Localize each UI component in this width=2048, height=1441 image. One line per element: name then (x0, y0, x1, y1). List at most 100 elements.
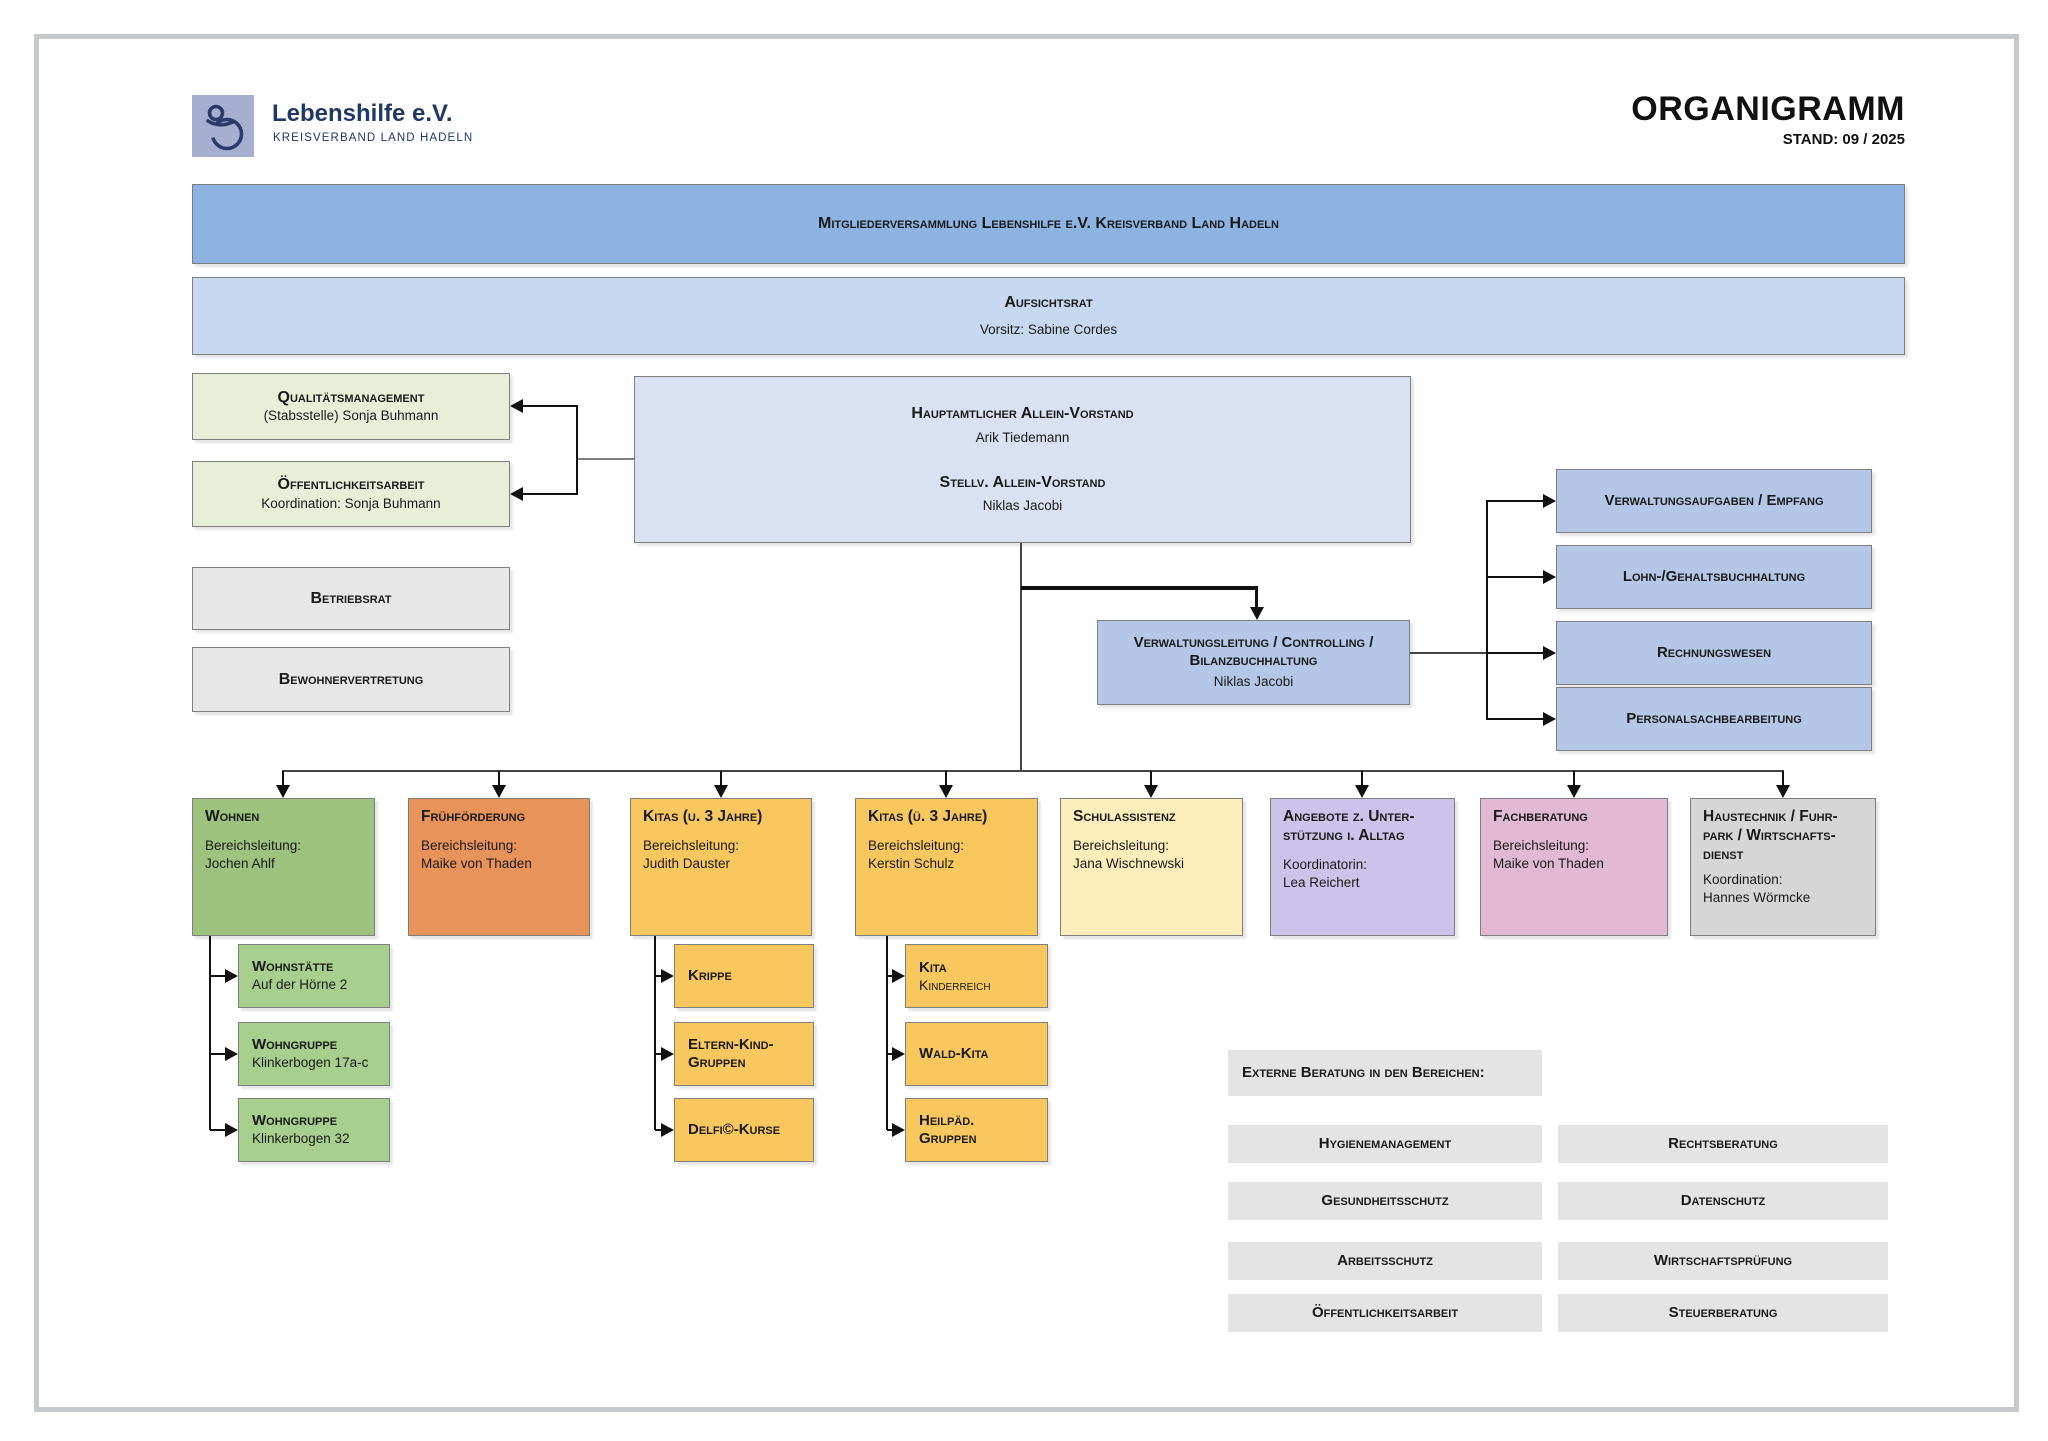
sub-title: Heilpäd. Gruppen (919, 1111, 977, 1147)
connector-branch-hline (1021, 586, 1257, 590)
box-title: Verwaltungsleitung / Controlling / Bilan… (1133, 633, 1374, 670)
dept-title: Fachberatung (1493, 808, 1588, 825)
connector-wohnen-vline (209, 936, 211, 1130)
dept-title: Kitas (u. 3 Jahre) (643, 808, 763, 825)
extern-gesundheitsschutz: Gesundheitsschutz (1228, 1182, 1542, 1220)
sub-title: Eltern-Kind-Gruppen (688, 1035, 774, 1071)
dept-role: Koordination: (1703, 871, 1783, 887)
extern-label: Gesundheitsschutz (1321, 1191, 1449, 1209)
connector-dept-drop-5 (1150, 771, 1152, 786)
dept-title: Schulassistenz (1073, 808, 1176, 825)
connector-vorstand-left-line (578, 458, 635, 460)
lebenshilfe-logo-icon (206, 104, 244, 151)
connector-oa-arrowhead (510, 487, 523, 501)
sub-wohngruppe-32: Wohngruppe Klinkerbogen 32 (238, 1098, 390, 1162)
connector-dept-arrowhead-3 (714, 785, 728, 798)
connector-wohnen-arrowhead-3 (225, 1123, 238, 1137)
extern-label: Steuerberatung (1668, 1303, 1778, 1321)
sub-title: Wohngruppe (252, 1111, 338, 1129)
dept-title: Haustechnik / Fuhr-park / Wirtschafts-di… (1703, 808, 1838, 863)
dept-person: Kerstin Schulz (868, 855, 955, 871)
box-title: Verwaltungsaufgaben / Empfang (1604, 491, 1824, 509)
box-lohn-gehaltsbuchhaltung: Lohn-/Gehaltsbuchhaltung (1556, 545, 1872, 609)
box-personalsachbearbeitung: Personalsachbearbeitung (1556, 687, 1872, 751)
connector-dept-drop-3 (720, 771, 722, 786)
vorstand-title-1: Hauptamtlicher Allein-Vorstand (911, 405, 1134, 423)
sub-eltern-kind-gruppen: Eltern-Kind-Gruppen (674, 1022, 814, 1086)
dept-kitas-u3: Kitas (u. 3 Jahre) Bereichsleitung: Judi… (630, 798, 812, 936)
dept-title: Kitas (ü. 3 Jahre) (868, 808, 988, 825)
sub-wohnstaette: Wohnstätte Auf der Hörne 2 (238, 944, 390, 1008)
dept-person: Maike von Thaden (421, 855, 532, 871)
sub-wald-kita: Wald-Kita (905, 1022, 1048, 1086)
sub-title: Krippe (688, 966, 732, 984)
sub-delfi-kurse: Delfi©-Kurse (674, 1098, 814, 1162)
box-vorstand: Hauptamtlicher Allein-Vorstand Arik Tied… (634, 376, 1411, 543)
extern-rechtsberatung: Rechtsberatung (1558, 1125, 1888, 1163)
connector-dept-arrowhead-4 (939, 785, 953, 798)
dept-title: Frühförderung (421, 808, 526, 825)
extern-label: Rechtsberatung (1668, 1134, 1778, 1152)
sub-title: Kita (919, 958, 947, 976)
sub-detail: Auf der Hörne 2 (252, 977, 348, 993)
connector-admin-arrowhead-1 (1543, 494, 1556, 508)
sub-kita-kinderreich: Kita Kinderreich (905, 944, 1048, 1008)
connector-admin-line-4 (1487, 718, 1544, 720)
lebenshilfe-logo (192, 95, 254, 157)
dept-kitas-ue3: Kitas (ü. 3 Jahre) Bereichsleitung: Kers… (855, 798, 1038, 936)
box-betriebsrat: Betriebsrat (192, 567, 510, 630)
extern-label: Hygienemanagement (1318, 1134, 1452, 1152)
dept-fruehfoerderung: Frühförderung Bereichsleitung: Maike von… (408, 798, 590, 936)
connector-main-vline (1020, 543, 1022, 771)
box-title: Rechnungswesen (1656, 643, 1772, 661)
connector-branch-vline (1255, 586, 1258, 608)
connector-dept-arrowhead-5 (1144, 785, 1158, 798)
dept-role: Bereichsleitung: (205, 837, 302, 853)
vorstand-name-2: Niklas Jacobi (982, 498, 1063, 514)
connector-dept-arrowhead-8 (1776, 785, 1790, 798)
sub-heilpaed-gruppen: Heilpäd. Gruppen (905, 1098, 1048, 1162)
dept-role: Bereichsleitung: (643, 837, 740, 853)
sub-wohngruppe-17: Wohngruppe Klinkerbogen 17a-c (238, 1022, 390, 1086)
connector-qm-line (522, 405, 578, 407)
dept-role: Koordinatorin: (1283, 856, 1368, 872)
connector-kitas-ue3-line-2 (887, 1053, 894, 1055)
dept-person: Judith Dauster (643, 855, 731, 871)
connector-verwaltung-right-line (1410, 652, 1487, 654)
sub-title: Wohngruppe (252, 1035, 338, 1053)
box-title: Mitgliederversammlung Lebenshilfe e.V. K… (818, 215, 1279, 233)
connector-admin-line-3 (1487, 652, 1544, 654)
connector-kitas-u3-arrowhead-1 (661, 969, 674, 983)
box-qualitaetsmanagement: Qualitätsmanagement (Stabsstelle) Sonja … (192, 373, 510, 440)
connector-dept-arrowhead-6 (1355, 785, 1369, 798)
box-subtitle: Koordination: Sonja Buhmann (261, 495, 441, 511)
connector-kitas-ue3-arrowhead-1 (892, 969, 905, 983)
connector-kitas-ue3-line-1 (887, 975, 894, 977)
dept-person: Jochen Ahlf (205, 855, 275, 871)
sub-title: Wald-Kita (919, 1044, 989, 1062)
dept-fachberatung: Fachberatung Bereichsleitung: Maike von … (1480, 798, 1668, 936)
connector-kitas-ue3-arrowhead-3 (892, 1123, 905, 1137)
box-rechnungswesen: Rechnungswesen (1556, 621, 1872, 685)
connector-wohnen-line-3 (210, 1129, 226, 1131)
dept-title: Angebote z. Unter-stützung i. Alltag (1283, 808, 1415, 844)
sub-detail: Klinkerbogen 17a-c (252, 1055, 369, 1071)
connector-admin-line-1 (1487, 500, 1544, 502)
connector-verwaltung-arrowhead (1250, 607, 1264, 620)
connector-staff-vline (576, 405, 578, 495)
connector-dept-trunk (282, 770, 1784, 772)
box-name: Niklas Jacobi (1213, 674, 1294, 690)
sub-detail: Kinderreich (919, 977, 991, 994)
connector-kitas-ue3-arrowhead-2 (892, 1047, 905, 1061)
extern-label: Wirtschaftsprüfung (1653, 1251, 1793, 1269)
connector-dept-drop-6 (1361, 771, 1363, 786)
logo-title: Lebenshilfe e.V. (272, 100, 453, 127)
box-title: Betriebsrat (310, 589, 392, 607)
connector-dept-drop-4 (945, 771, 947, 786)
box-verwaltungsaufgaben: Verwaltungsaufgaben / Empfang (1556, 469, 1872, 533)
connector-kitas-ue3-vline (886, 936, 888, 1130)
dept-person: Jana Wischnewski (1073, 855, 1185, 871)
logo-subtitle: KREISVERBAND LAND HADELN (273, 132, 474, 144)
extern-header: Externe Beratung in den Bereichen: (1228, 1050, 1542, 1096)
box-title: Bewohnervertretung (278, 670, 424, 688)
